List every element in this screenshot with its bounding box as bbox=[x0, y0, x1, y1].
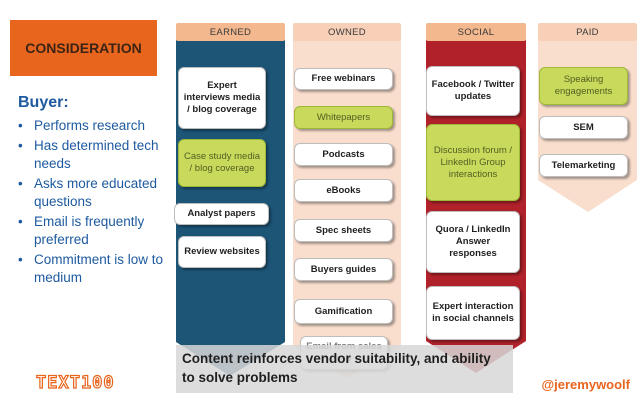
stage-label: CONSIDERATION bbox=[10, 20, 157, 76]
owned-arrow bbox=[293, 40, 401, 378]
buyer-point: •Performs research bbox=[18, 118, 146, 133]
paid-header: PAID bbox=[538, 23, 637, 41]
paid-card: Speaking engagements bbox=[539, 67, 628, 105]
buyer-point: •Email is frequently preferred bbox=[18, 214, 145, 247]
owned-card: Spec sheets bbox=[294, 219, 393, 242]
earned-card: Review websites bbox=[178, 236, 266, 268]
brand-logo: TEXT100 bbox=[35, 372, 115, 393]
earned-card: Analyst papers bbox=[174, 203, 269, 225]
social-header: SOCIAL bbox=[426, 23, 526, 41]
social-card: Quora / LinkedIn Answer responses bbox=[426, 211, 520, 273]
owned-card: Gamification bbox=[294, 299, 393, 324]
earned-card: Case study media / blog coverage bbox=[178, 139, 266, 187]
owned-card: eBooks bbox=[294, 179, 393, 202]
social-card: Discussion forum / LinkedIn Group intera… bbox=[426, 124, 520, 201]
paid-card: SEM bbox=[539, 116, 628, 139]
social-card: Expert interaction in social channels bbox=[426, 286, 520, 340]
buyer-point: •Commitment is low to medium bbox=[18, 252, 164, 285]
earned-header: EARNED bbox=[176, 23, 285, 41]
earned-card: Expert interviews media / blog coverage bbox=[178, 67, 266, 129]
owned-card: Free webinars bbox=[294, 68, 393, 90]
buyer-point: •Has determined tech needs bbox=[18, 138, 159, 171]
buyer-point: •Asks more educated questions bbox=[18, 176, 158, 209]
owned-header: OWNED bbox=[293, 23, 401, 41]
owned-card: Whitepapers bbox=[294, 106, 393, 129]
owned-card: Buyers guides bbox=[294, 258, 393, 281]
owned-card: Podcasts bbox=[294, 143, 393, 166]
buyer-title: Buyer: bbox=[18, 94, 69, 111]
twitter-handle: @jeremywoolf bbox=[541, 377, 630, 392]
caption-banner: Content reinforces vendor suitability, a… bbox=[176, 345, 513, 393]
paid-card: Telemarketing bbox=[539, 154, 628, 177]
buyer-points: •Performs research •Has determined tech … bbox=[14, 117, 164, 289]
social-card: Facebook / Twitter updates bbox=[426, 66, 520, 116]
